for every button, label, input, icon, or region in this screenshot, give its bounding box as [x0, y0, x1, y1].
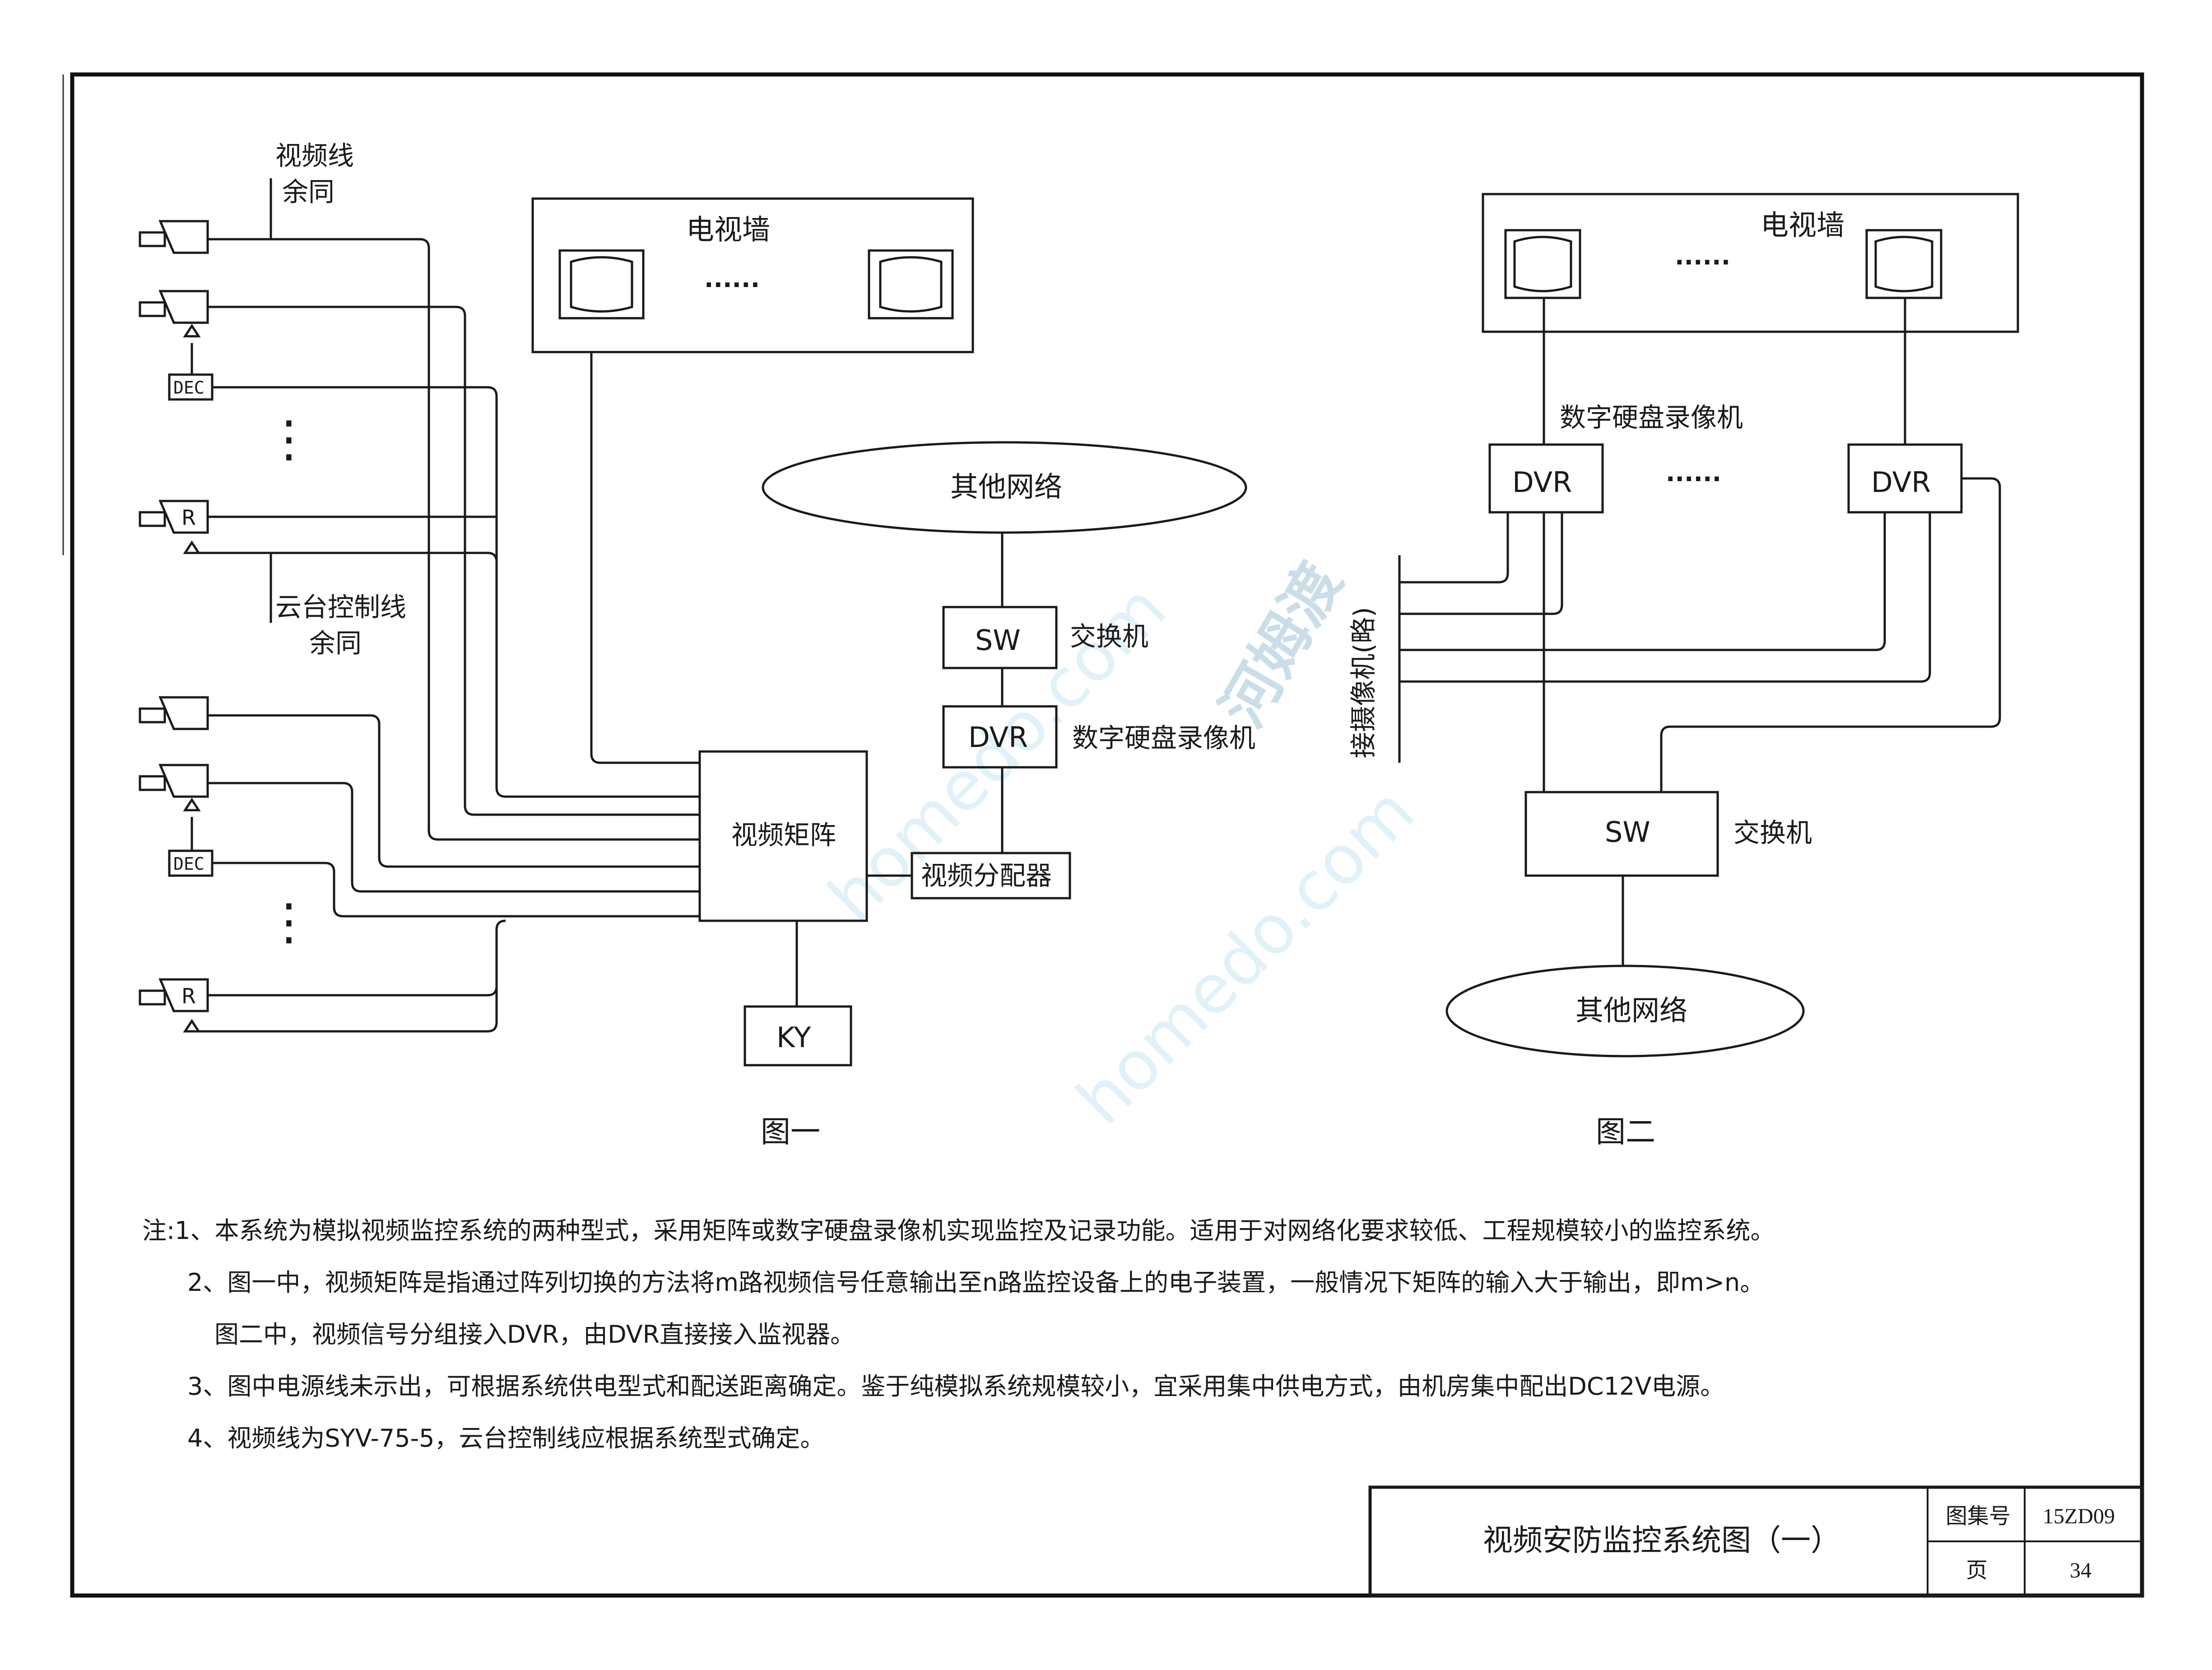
vertical-ellipsis: ⋮ [264, 410, 314, 468]
camera-feed [1399, 512, 1509, 584]
title-block [1368, 1485, 2144, 1597]
tv-wall-feed [590, 352, 700, 764]
ptz-control-line [199, 939, 498, 1033]
ptz-camera-icon [139, 290, 209, 338]
page-label: 页 [1966, 1558, 1988, 1583]
tv-wall-label-fig2: 电视墙 [1761, 209, 1845, 241]
monitor-icon [1504, 229, 1581, 299]
camera-feed [1399, 512, 1563, 615]
figure-1 [139, 178, 1247, 1067]
dvr-ellipsis-fig2: ······ [1666, 465, 1721, 493]
video-line [208, 919, 506, 997]
dvr-to-switch [1660, 477, 2001, 792]
watermark-url-2: homedo.com [1062, 772, 1429, 1140]
video-line [208, 714, 700, 868]
ptz-line-note: 余同 [309, 628, 362, 659]
page-no: 34 [2070, 1559, 2091, 1582]
watermark-brand: 河姆渡 [1208, 552, 1355, 738]
note-3: 3、图中电源线未示出，可根据系统供电型式和配送距离确定。鉴于纯模拟系统规模较小，… [187, 1372, 1724, 1401]
dvr-box-fig2-left [1488, 443, 1604, 514]
monitor-icon [868, 249, 954, 320]
monitor-ellipsis: ······ [704, 271, 760, 299]
fixed-camera-icon [139, 696, 209, 730]
keyboard-box [744, 1005, 852, 1067]
tv-wall-box [531, 197, 974, 353]
ptz-camera-icon [139, 764, 209, 812]
video-line [208, 306, 700, 816]
note-4: 4、视频线为SYV-75-5，云台控制线应根据系统型式确定。 [187, 1424, 824, 1452]
sheet-outer-frame [70, 72, 2144, 1598]
monitor-icon [558, 249, 645, 320]
tv-wall-label: 电视墙 [686, 213, 770, 246]
switch-box-fig1 [942, 606, 1058, 669]
drawing-title: 视频安防监控系统图（一） [1483, 1523, 1840, 1558]
dvr-label: 数字硬盘录像机 [1072, 723, 1255, 753]
other-network-ellipse-fig2 [1445, 965, 1805, 1058]
note-1: 注:1、本系统为模拟视频监控系统的两种型式，采用矩阵或数字硬盘录像机实现监控及记… [142, 1216, 1775, 1245]
monitor-ellipsis-fig2: ······ [1675, 248, 1730, 277]
video-line-note: 余同 [282, 176, 335, 207]
ptz-control-line [212, 862, 700, 918]
figure-2-caption: 图二 [1596, 1114, 1655, 1149]
video-line [208, 238, 700, 841]
note-2: 2、图一中，视频矩阵是指通过阵列切换的方法将m路视频信号任意输出至n路监控设备上… [187, 1268, 1764, 1297]
fixed-camera-icon [139, 220, 209, 254]
other-network-ellipse-fig1 [762, 441, 1247, 534]
switch-abbr: SW [975, 624, 1021, 657]
atlas-no: 15ZD09 [2043, 1504, 2115, 1528]
distributor-label: 视频分配器 [921, 860, 1052, 891]
vertical-ellipsis: ⋮ [264, 893, 314, 951]
ptz-camera-icon [139, 978, 209, 1033]
receiver-label: R [181, 984, 196, 1008]
notes: 注:1、本系统为模拟视频监控系统的两种型式，采用矩阵或数字硬盘录像机实现监控及记… [142, 1216, 1775, 1452]
decoder-label: DEC [173, 378, 204, 398]
matrix-label: 视频矩阵 [731, 820, 836, 850]
dvr-abbr: DVR [968, 721, 1028, 754]
dvr-label-fig2: 数字硬盘录像机 [1560, 402, 1743, 433]
dvr-abbr-left: DVR [1512, 466, 1572, 499]
other-network-label: 其他网络 [950, 470, 1062, 503]
switch-label: 交换机 [1070, 621, 1148, 652]
dvr-box-fig1 [942, 705, 1058, 769]
receiver-label: R [181, 506, 196, 530]
tv-wall-box-fig2 [1482, 193, 2019, 333]
monitor-icon [1865, 229, 1942, 299]
camera-feed [1399, 512, 1886, 651]
ptz-camera-icon [139, 500, 209, 554]
dvr-abbr-right: DVR [1871, 466, 1931, 499]
other-network-label-fig2: 其他网络 [1575, 994, 1687, 1027]
figure-2 [1398, 193, 2019, 1058]
keyboard-abbr: KY [776, 1021, 811, 1054]
figure-1-caption: 图一 [761, 1114, 820, 1149]
video-distributor-box [911, 852, 1071, 900]
camera-bus-label: 接摄像机(略) [1348, 607, 1379, 758]
video-line [208, 782, 700, 893]
camera-feed [1399, 512, 1931, 683]
figure-1-text: 视频线 余同 DEC DEC R R ⋮ ⋮ 云台控制线 余同 电视墙 ····… [173, 140, 1255, 1149]
switch-label-fig2: 交换机 [1733, 817, 1812, 848]
note-2-continued: 图二中，视频信号分组接入DVR，由DVR直接接入监视器。 [214, 1320, 855, 1349]
ptz-line-label: 云台控制线 [275, 592, 406, 622]
ptz-control-line [212, 386, 700, 798]
video-line-label: 视频线 [275, 140, 354, 171]
figure-2-text: 电视墙 ······ 数字硬盘录像机 DVR DVR ······ 接摄像机(略… [1348, 209, 1931, 1149]
atlas-no-label: 图集号 [1946, 1503, 2011, 1529]
video-matrix-box [698, 750, 868, 922]
decoder-label: DEC [173, 854, 204, 874]
ptz-control-line [199, 552, 498, 562]
switch-abbr-fig2: SW [1605, 816, 1650, 849]
